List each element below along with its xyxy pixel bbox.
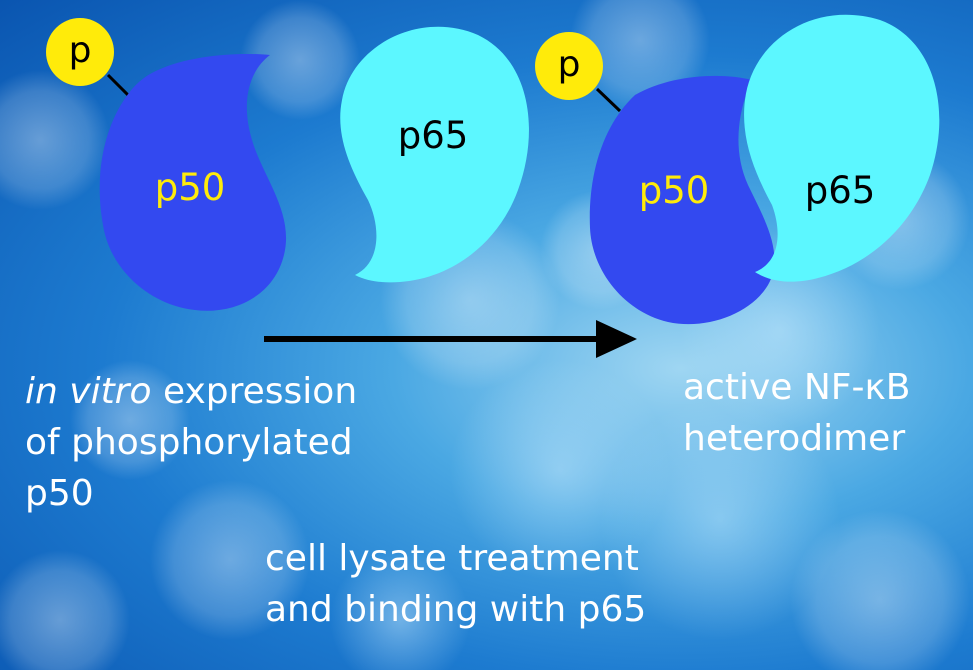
right-p65-label: p65 bbox=[805, 169, 876, 212]
left-p50-subunit bbox=[99, 53, 287, 311]
arrow-head bbox=[596, 320, 637, 358]
left-phosphate-label: p bbox=[69, 30, 92, 71]
left-phosphate-circle bbox=[46, 18, 114, 86]
caption-right-line1: active NF-κB bbox=[683, 367, 911, 408]
right-p65-subunit bbox=[744, 14, 940, 282]
caption-middle-line2: and binding with p65 bbox=[265, 589, 647, 630]
right-phosphate-circle bbox=[535, 32, 603, 100]
right-phosphate-bond bbox=[595, 87, 622, 113]
left-phosphate-bond bbox=[106, 73, 133, 100]
left-phosphorylated-p50: p50 p bbox=[46, 18, 287, 311]
caption-left-line2: of phosphorylated bbox=[25, 422, 353, 463]
left-p65-label: p65 bbox=[398, 114, 469, 157]
caption-middle-line1: cell lysate treatment bbox=[265, 538, 639, 579]
caption-right-line2: heterodimer bbox=[683, 418, 906, 459]
caption-left-italic: in vitro bbox=[25, 371, 152, 412]
left-p65: p65 bbox=[340, 26, 529, 283]
right-p50-subunit bbox=[589, 75, 775, 325]
caption-middle: cell lysate treatment and binding with p… bbox=[265, 533, 646, 635]
right-p50-label: p50 bbox=[639, 169, 710, 212]
caption-left: in vitro expression of phosphorylated p5… bbox=[25, 366, 357, 519]
right-heterodimer: p50 p65 p bbox=[535, 14, 940, 325]
caption-left-line1-rest: expression bbox=[151, 371, 358, 412]
caption-right: active NF-κB heterodimer bbox=[683, 362, 910, 464]
reaction-arrow bbox=[264, 320, 637, 358]
right-phosphate-label: p bbox=[558, 44, 581, 85]
caption-left-line1: in vitro expression bbox=[25, 366, 357, 417]
left-p50-label: p50 bbox=[155, 166, 226, 209]
left-p65-subunit bbox=[340, 26, 529, 283]
caption-left-line3: p50 bbox=[25, 473, 94, 514]
